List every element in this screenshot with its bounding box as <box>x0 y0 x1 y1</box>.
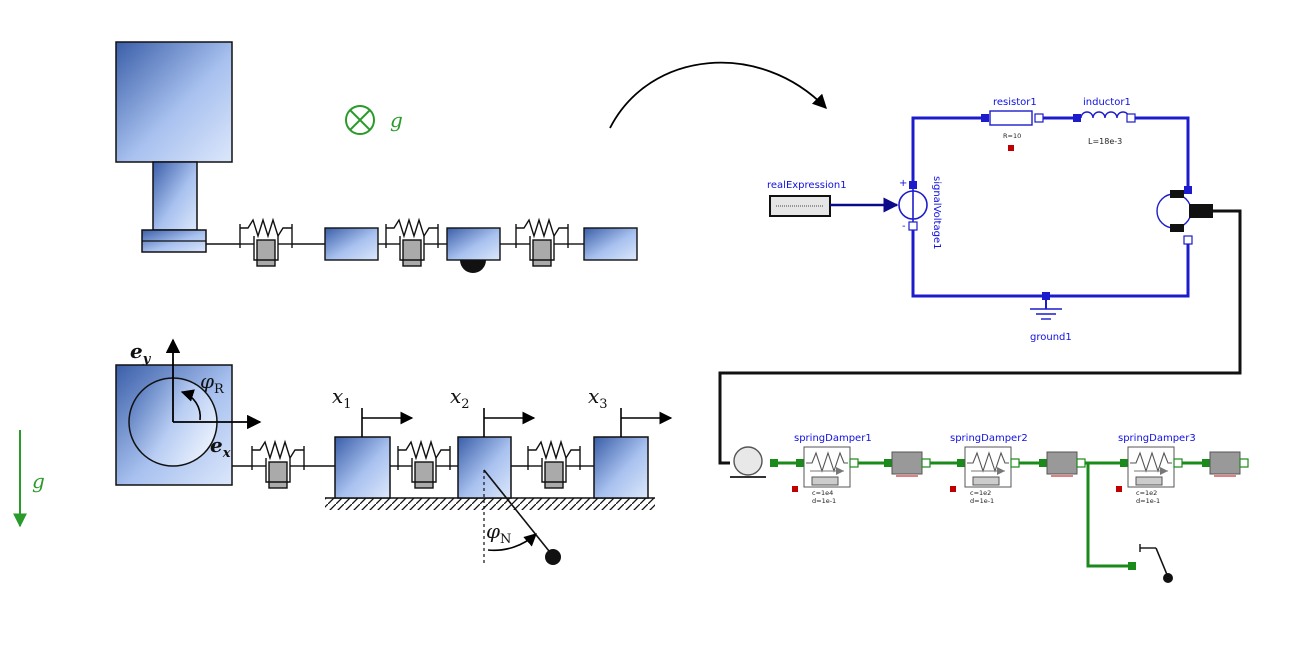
gravity-side-label: g <box>32 469 45 493</box>
inductor-param: L=18e-3 <box>1088 137 1122 146</box>
spring-damper-3-d: d=1e-1 <box>1136 497 1160 505</box>
plus-label: + <box>899 178 907 189</box>
bottom-mass-1 <box>334 436 391 499</box>
top-mechanical-sketch: g <box>115 41 638 273</box>
phi-n-label: φN <box>486 519 511 547</box>
minus-label: - <box>902 221 906 232</box>
top-pendulum-bob <box>460 260 486 273</box>
x1-label: x1 <box>332 384 352 412</box>
top-mass-3 <box>583 227 638 261</box>
bottom-mass-3 <box>593 436 649 499</box>
wire-right-bottom <box>911 226 1190 298</box>
bottom-spring-damper-1 <box>251 439 305 489</box>
spring-damper-3-c: c=1e2 <box>1136 489 1157 497</box>
spring-damper-1-d: d=1e-1 <box>812 497 836 505</box>
mass-2-element[interactable] <box>1046 451 1078 475</box>
spring-damper-2-d: d=1e-1 <box>970 497 994 505</box>
x2-label: x2 <box>450 384 470 412</box>
ey-label: ey <box>130 339 152 367</box>
transition-arrow <box>609 61 828 129</box>
inductor-label: inductor1 <box>1083 97 1131 108</box>
bottom-mass-2 <box>457 436 512 499</box>
inductor-element[interactable] <box>1080 111 1130 119</box>
spring-damper-2-c: c=1e2 <box>970 489 991 497</box>
pendulum-wire <box>1086 463 1130 568</box>
mass-3-element[interactable] <box>1209 451 1241 475</box>
resistor-element[interactable] <box>989 110 1033 126</box>
spring-damper-1-element[interactable] <box>796 446 859 488</box>
pendulum-element[interactable] <box>1128 544 1173 583</box>
pendulum-bob <box>545 549 561 565</box>
wire-top-left <box>911 116 985 185</box>
pendulum-rod <box>483 469 554 557</box>
emf-element[interactable] <box>1156 186 1213 245</box>
gravity-top-label: g <box>390 108 403 132</box>
resistor-param: R=10 <box>1003 132 1021 140</box>
spring-damper-3-heat-port <box>1116 486 1122 492</box>
electrical-model: realExpression1 + - signalVoltage1 resis… <box>767 97 1213 343</box>
wire-top-right <box>1131 116 1190 190</box>
signal-voltage-label: signalVoltage1 <box>931 176 942 249</box>
spring-damper-1-c: c=1e4 <box>812 489 833 497</box>
gravity-into-page-icon <box>345 105 375 135</box>
rotational-link <box>718 209 1242 465</box>
translational-model: springDamper1 c=1e4 d=1e-1 springDamper2… <box>730 433 1249 583</box>
spring-damper-1-label: springDamper1 <box>794 433 872 444</box>
top-mass-1 <box>324 227 379 261</box>
bottom-spring-damper-2 <box>397 439 451 489</box>
x3-label: x3 <box>588 384 608 412</box>
top-spring-damper-1 <box>239 217 293 267</box>
top-mass-2 <box>446 227 501 261</box>
ground-icon <box>1030 308 1062 320</box>
phi-r-label: φR <box>200 369 225 397</box>
spring-damper-2-element[interactable] <box>957 446 1020 488</box>
resistor-heat-port <box>1008 145 1014 151</box>
spring-damper-3-label: springDamper3 <box>1118 433 1196 444</box>
rack-pinion-element[interactable] <box>730 446 778 478</box>
motor-body <box>115 41 233 163</box>
spring-damper-2-heat-port <box>950 486 956 492</box>
spring-damper-1-heat-port <box>792 486 798 492</box>
ex-label: ex <box>210 433 231 461</box>
bottom-mechanical-sketch: g ey ex φR x1 <box>13 338 673 566</box>
motor-shaft <box>152 161 198 231</box>
phi-n-arc-icon <box>487 533 537 552</box>
bottom-spring-damper-3 <box>527 439 581 489</box>
ground-hatch <box>325 498 655 510</box>
spring-damper-3-element[interactable] <box>1120 446 1183 488</box>
real-expression-label: realExpression1 <box>767 180 847 191</box>
ground-label: ground1 <box>1030 332 1072 343</box>
top-spring-damper-2 <box>385 217 439 267</box>
resistor-label: resistor1 <box>993 97 1037 108</box>
spring-damper-2-label: springDamper2 <box>950 433 1028 444</box>
mass-1-element[interactable] <box>891 451 923 475</box>
phi-r-arc-icon <box>180 389 201 421</box>
top-spring-damper-3 <box>515 217 569 267</box>
